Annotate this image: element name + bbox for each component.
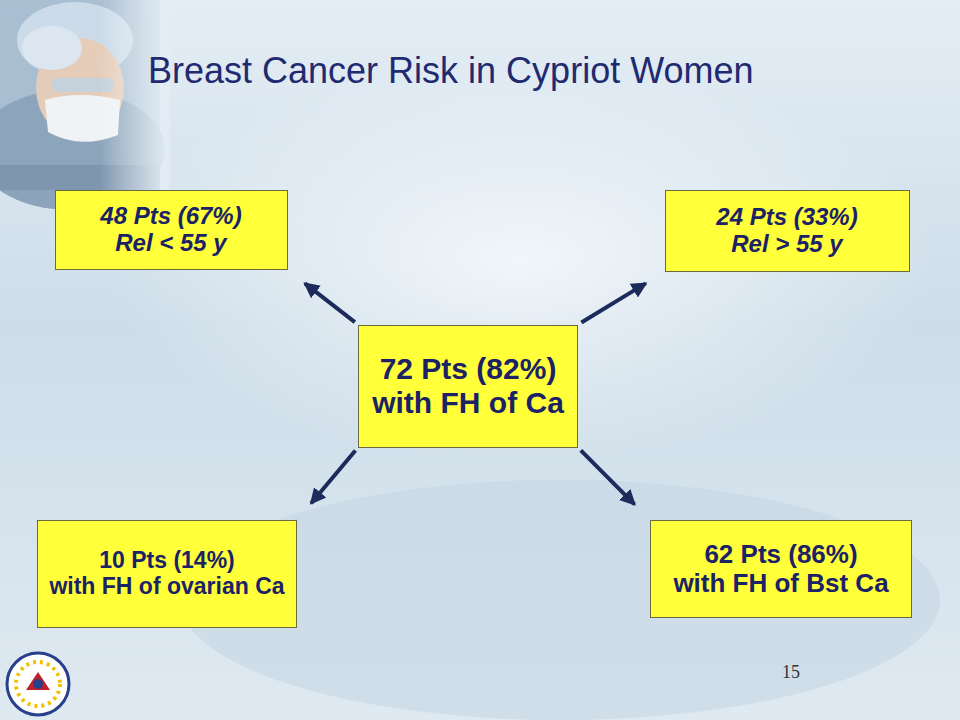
count-text: 10 Pts (14%) [99,548,235,574]
count-text: 72 Pts (82%) [380,352,557,386]
description-text: with FH of ovarian Ca [49,574,284,600]
count-box: 10 Pts (14%)with FH of ovarian Ca [37,520,297,628]
surgeon-illustration [0,0,170,210]
description-text: Rel > 55 y [731,231,842,258]
arrow-connector [581,450,635,504]
description-text: Rel < 55 y [115,230,226,257]
slide-title: Breast Cancer Risk in Cypriot Women [148,50,754,92]
arrow-connector [581,283,645,322]
count-text: 62 Pts (86%) [704,540,857,569]
arrow-connector [305,283,355,322]
count-box: 62 Pts (86%)with FH of Bst Ca [650,520,912,618]
logo [7,653,69,715]
center-count-box: 72 Pts (82%)with FH of Ca [358,325,578,448]
description-text: with FH of Bst Ca [673,569,888,598]
count-box: 48 Pts (67%)Rel < 55 y [55,190,288,270]
description-text: with FH of Ca [372,386,564,420]
count-box: 24 Pts (33%)Rel > 55 y [665,190,910,272]
page-number: 15 [782,662,800,683]
count-text: 48 Pts (67%) [100,203,241,230]
count-text: 24 Pts (33%) [716,204,857,231]
arrow-connector [311,451,355,504]
